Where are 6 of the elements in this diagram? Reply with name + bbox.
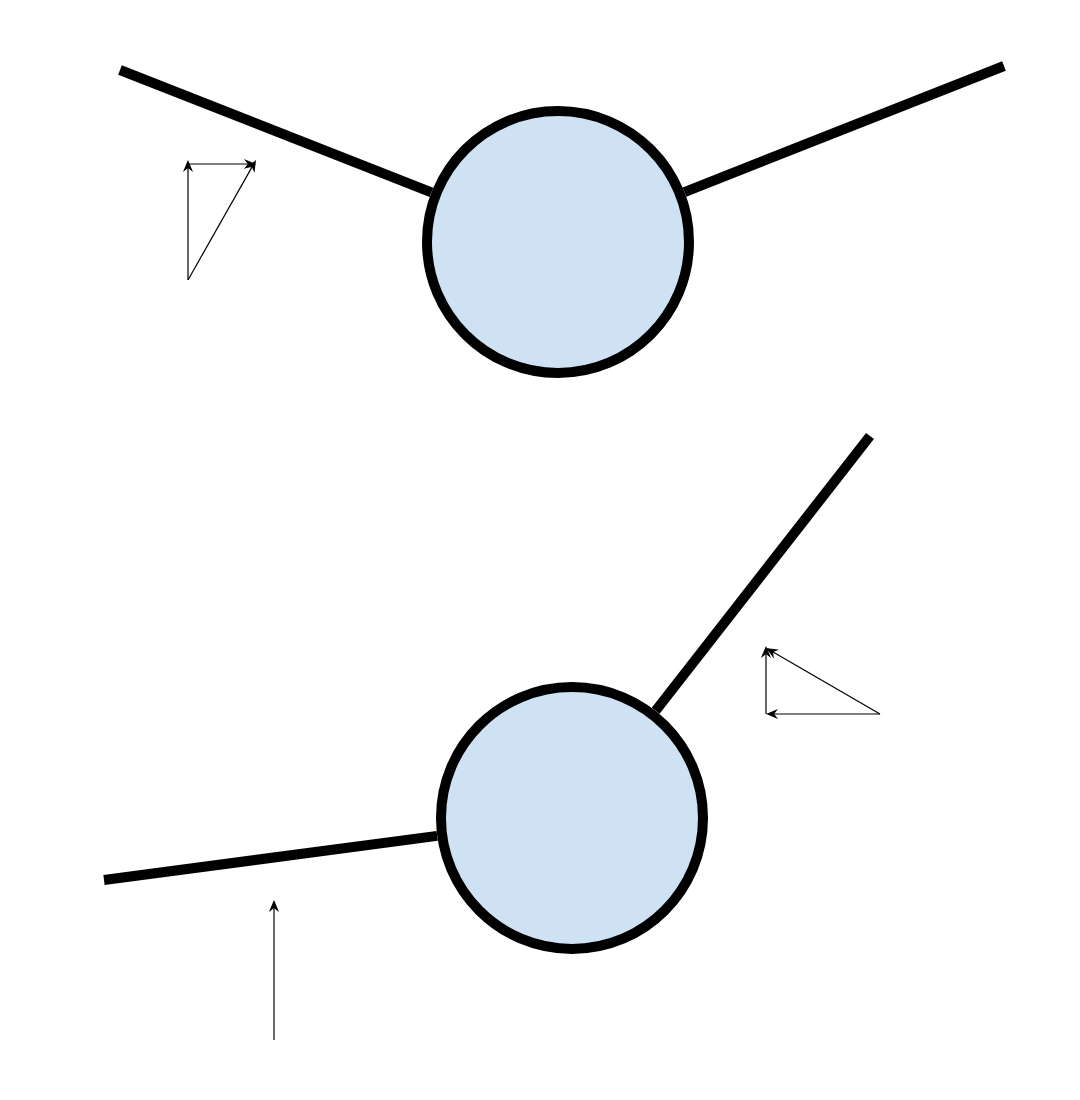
rope (651, 432, 874, 714)
rope (103, 830, 438, 885)
ball (436, 682, 708, 954)
rope (118, 65, 434, 197)
rope (682, 61, 1006, 197)
ball (422, 106, 694, 378)
